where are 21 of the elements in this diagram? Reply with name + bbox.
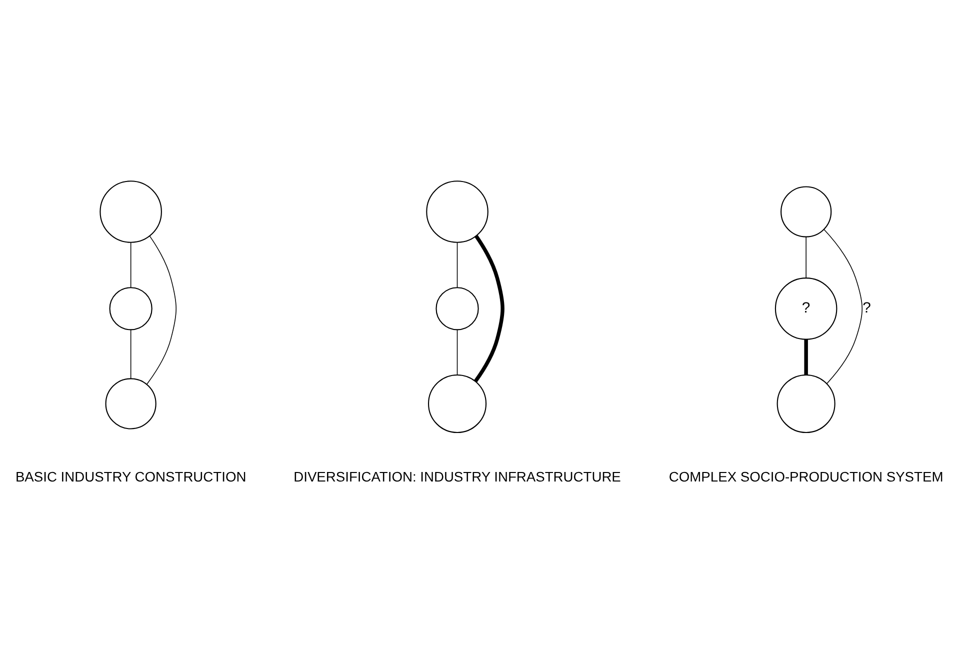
node-circle [109,287,152,330]
connector [456,329,458,376]
connector [824,229,863,384]
node-circle [100,180,162,243]
node-circle [428,374,487,434]
node-label: COMPLEX SOCIO-PRODUCTION SYSTEM [668,468,944,484]
connector [130,329,132,380]
node-circle [780,186,832,238]
edge-label: ? [862,300,871,316]
connector [130,242,132,288]
connector [146,236,177,385]
connector [456,242,458,288]
node-circle [426,180,488,243]
connector [474,235,504,382]
node-label: DIVERSIFICATION: INDUSTRY INFRASTRUCTURE [294,468,621,484]
node-circle [436,287,479,330]
connector [804,339,808,375]
node-circle [776,374,836,434]
node-circle [105,378,156,430]
node-label: BASIC INDUSTRY CONSTRUCTION [15,468,246,484]
node-circle: ? [774,278,838,340]
